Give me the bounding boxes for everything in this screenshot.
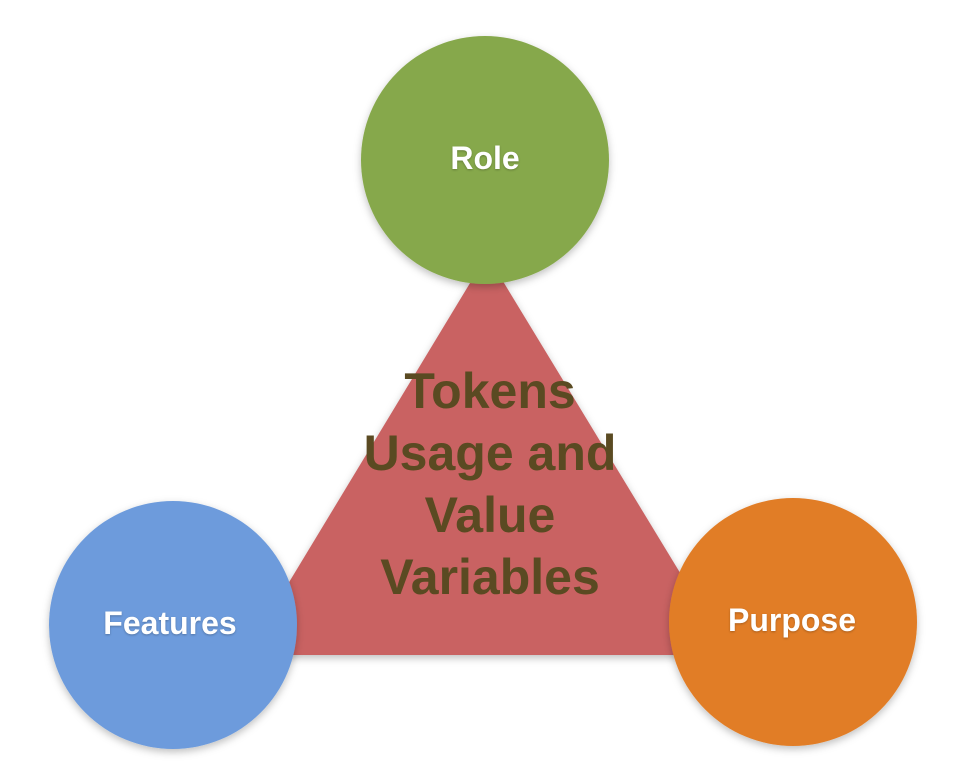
features-label: Features <box>103 605 237 641</box>
center-label-line-3: Value <box>424 487 556 543</box>
role-node <box>361 36 609 284</box>
purpose-node <box>669 498 917 746</box>
purpose-label: Purpose <box>727 602 857 638</box>
center-label-line-4: Variables <box>380 549 600 605</box>
center-label: Tokens Usage and Value Variables <box>330 360 650 608</box>
center-label-line-2: Usage and <box>363 425 617 481</box>
center-triangle <box>245 255 730 655</box>
features-node <box>49 501 297 749</box>
role-label: Role <box>450 140 520 176</box>
center-label-line-1: Tokens <box>404 363 576 419</box>
